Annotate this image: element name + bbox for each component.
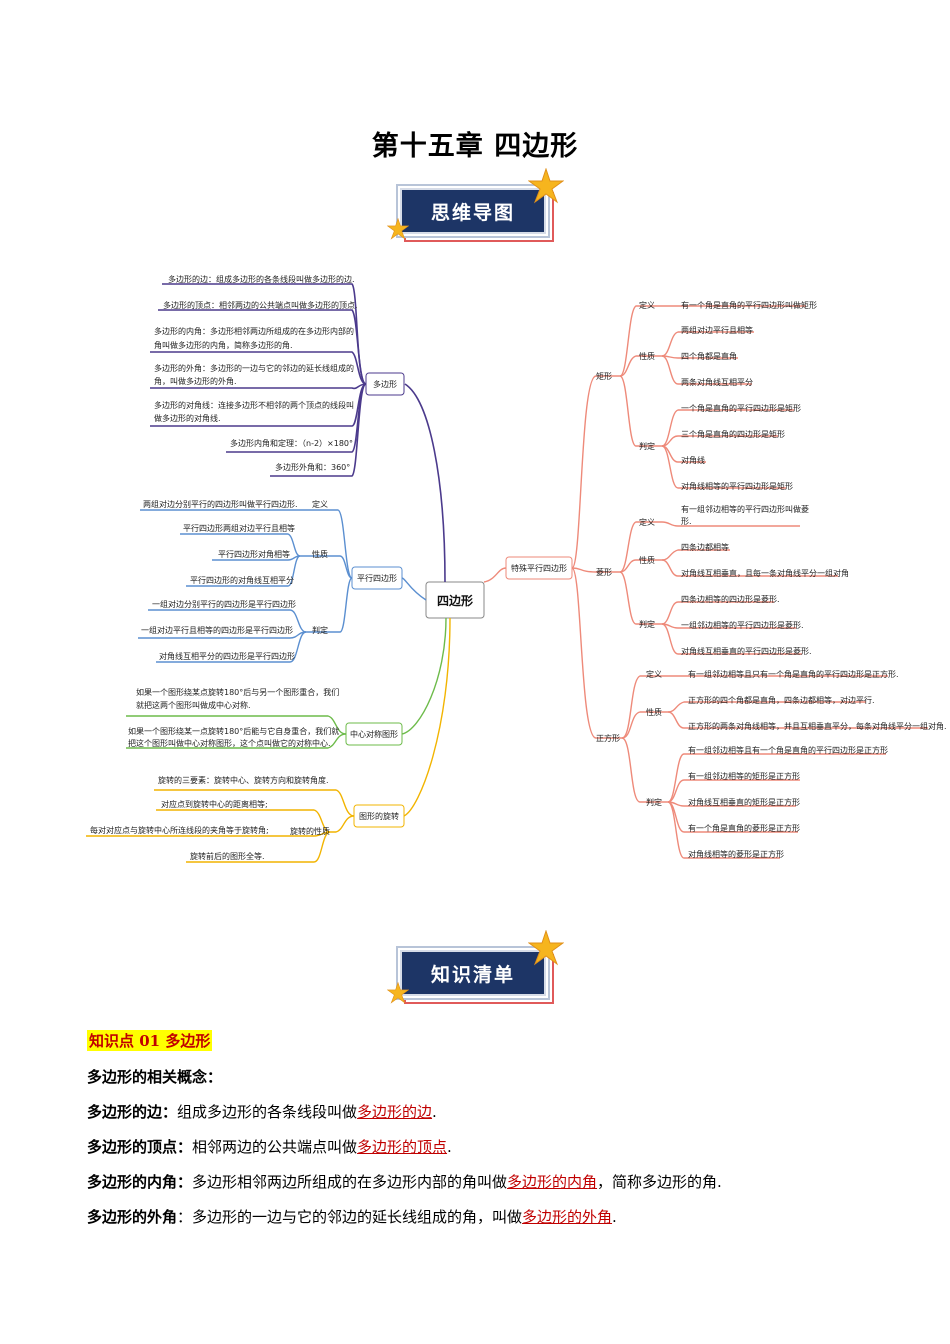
mm-label: 定义 [639, 300, 655, 310]
square-node: 正方形 [596, 733, 620, 743]
answer-blank: 多边形的外角 [522, 1208, 613, 1226]
mm-label: 性质 [639, 351, 655, 361]
mm-label: 定义 [639, 517, 655, 527]
concept-line: 多边形的内角：多边形相邻两边所组成的在多边形内部的角叫做多边形的内角，简称多边形… [87, 1173, 722, 1191]
mm-item: 如果一个图形绕某一点旋转180°后能与它自身重合，我们就 [128, 726, 339, 736]
mm-item: 旋转前后的图形全等. [190, 851, 265, 861]
concept-line: 多边形的外角：多边形的一边与它的邻边的延长线组成的角，叫做多边形的外角. [87, 1208, 617, 1226]
mm-item: 两组对边分别平行的四边形叫做平行四边形. [143, 499, 298, 509]
answer-blank: 多边形的边 [357, 1103, 433, 1121]
mm-item: 多边形内角和定理：（n-2）×180° [230, 438, 353, 448]
mm-item: 正方形的四个角都是直角，四条边都相等，对边平行. [688, 695, 875, 705]
mm-item: 有一个角是直角的菱形是正方形 [688, 823, 800, 833]
mm-item: 对角线互相垂直，且每一条对角线平分一组对角 [681, 568, 849, 578]
mm-item: 角，叫做多边形的外角. [154, 376, 237, 386]
mm-item: 每对对应点与旋转中心所连线段的夹角等于旋转角; [90, 825, 269, 835]
mm-item: 做多边形的对角线. [154, 413, 221, 423]
concepts-title: 多边形的相关概念： [87, 1068, 223, 1086]
mm-item: 平行四边形两组对边平行且相等 [183, 523, 295, 533]
star-icon [387, 218, 409, 240]
mm-item: 对角线互相平分的四边形是平行四边形 [159, 651, 295, 661]
mm-item: 多边形外角和：360° [275, 462, 350, 472]
mm-item: 对应点到旋转中心的距离相等; [161, 799, 268, 809]
mm-item: 对角线相等的菱形是正方形 [688, 849, 784, 859]
root-label: 四边形 [437, 593, 473, 608]
central-symmetry-node: 中心对称图形 [350, 729, 398, 739]
mm-item: 两条对角线互相平分 [681, 377, 753, 387]
rectangle-node: 矩形 [596, 371, 612, 381]
mm-item: 正方形的两条对角线相等，并且互相垂直平分，每条对角线平分一组对角. [688, 721, 947, 731]
mm-item: 一组对边平行且相等的四边形是平行四边形 [141, 625, 293, 635]
mm-item: 一组邻边相等的平行四边形是菱形. [681, 620, 804, 630]
answer-blank: 多边形的顶点 [357, 1138, 448, 1156]
knowledge-point-label: 知识点 01 多边形 [87, 1030, 213, 1051]
star-icon [528, 168, 564, 204]
mm-item: 有一个角是直角的平行四边形叫做矩形 [681, 300, 817, 310]
mind-map: 四边形 多边形 多边形的边：组成多边形的各条线段叫做多边形的边. 多边形的顶点：… [86, 274, 947, 863]
mm-item: 多边形的边：组成多边形的各条线段叫做多边形的边. [168, 274, 355, 284]
polygon-node: 多边形 [373, 379, 397, 389]
mm-item: 有一组邻边相等的平行四边形叫做菱 [681, 504, 809, 514]
mm-item: 多边形的外角：多边形的一边与它的邻边的延长线组成的 [154, 363, 354, 373]
mm-item: 四条边相等的四边形是菱形. [681, 594, 780, 604]
mm-item: 有一组邻边相等的矩形是正方形 [688, 771, 800, 781]
mm-item: 对角线互相垂直的平行四边形是菱形. [681, 646, 812, 656]
mm-label: 判定 [639, 441, 655, 451]
mm-item: 对角线互相垂直的矩形是正方形 [688, 797, 800, 807]
mm-item: 旋转的三要素：旋转中心、旋转方向和旋转角度. [158, 775, 329, 785]
mm-label: 定义 [312, 499, 328, 509]
mm-label: 旋转的性质 [290, 826, 330, 836]
mm-item: 角叫做多边形的内角，简称多边形的角. [154, 340, 293, 350]
mm-item: 多边形的内角：多边形相邻两边所组成的在多边形内部的 [154, 326, 354, 336]
answer-blank: 多边形的内角 [507, 1173, 598, 1191]
mm-item: 如果一个图形绕某点旋转180°后与另一个图形重合，我们 [136, 687, 339, 697]
mm-item: 平行四边形对角相等 [218, 549, 290, 559]
mm-item: 有一组邻边相等且有一个角是直角的平行四边形是正方形 [688, 745, 888, 755]
mm-item: 平行四边形的对角线互相平分 [190, 575, 294, 585]
mm-item: 两组对边平行且相等 [681, 325, 753, 335]
mm-label: 判定 [639, 619, 655, 629]
mm-item: 把这个图形叫做中心对称图形，这个点叫做它的对称中心. [128, 738, 331, 748]
mm-item: 四个角都是直角 [681, 351, 737, 361]
rhombus-node: 菱形 [596, 567, 612, 577]
mm-label: 性质 [639, 555, 655, 565]
knowledge-banner: 知识清单 [396, 946, 554, 1004]
concept-line: 多边形的顶点：相邻两边的公共端点叫做多边形的顶点. [87, 1138, 452, 1156]
mm-label: 性质 [312, 549, 328, 559]
mm-item: 对角线相等的平行四边形是矩形 [681, 481, 793, 491]
mm-item: 四条边都相等 [681, 542, 729, 552]
mm-item: 有一组邻边相等且只有一个角是直角的平行四边形是正方形. [688, 669, 899, 679]
mm-item: 一个角是直角的平行四边形是矩形 [681, 403, 801, 413]
mm-label: 性质 [646, 707, 662, 717]
mm-item: 多边形的顶点：相邻两边的公共端点叫做多边形的顶点. [163, 300, 358, 310]
page-title: 第十五章 四边形 [371, 131, 579, 162]
parallelogram-node: 平行四边形 [357, 573, 397, 583]
mm-item: 就把这两个图形叫做成中心对称. [136, 700, 251, 710]
mindmap-banner-label: 思维导图 [400, 188, 546, 234]
rotation-node: 图形的旋转 [359, 811, 399, 821]
mm-label: 判定 [646, 797, 662, 807]
mm-item: 一组对边分别平行的四边形是平行四边形 [152, 599, 296, 609]
mm-item: 形. [681, 517, 692, 526]
mm-item: 三个角是直角的四边形是矩形 [681, 429, 785, 439]
star-icon [387, 982, 409, 1004]
knowledge-banner-label: 知识清单 [400, 950, 546, 996]
concept-line: 多边形的边：组成多边形的各条线段叫做多边形的边. [87, 1103, 437, 1121]
mm-item: 多边形的对角线：连接多边形不相邻的两个顶点的线段叫 [154, 400, 354, 410]
special-parallelogram-node: 特殊平行四边形 [511, 563, 567, 573]
mindmap-banner: 思维导图 [396, 184, 554, 242]
mm-label: 定义 [646, 669, 662, 679]
mm-label: 判定 [312, 625, 328, 635]
mm-item: 对角线 [681, 455, 705, 465]
star-icon [528, 930, 564, 966]
